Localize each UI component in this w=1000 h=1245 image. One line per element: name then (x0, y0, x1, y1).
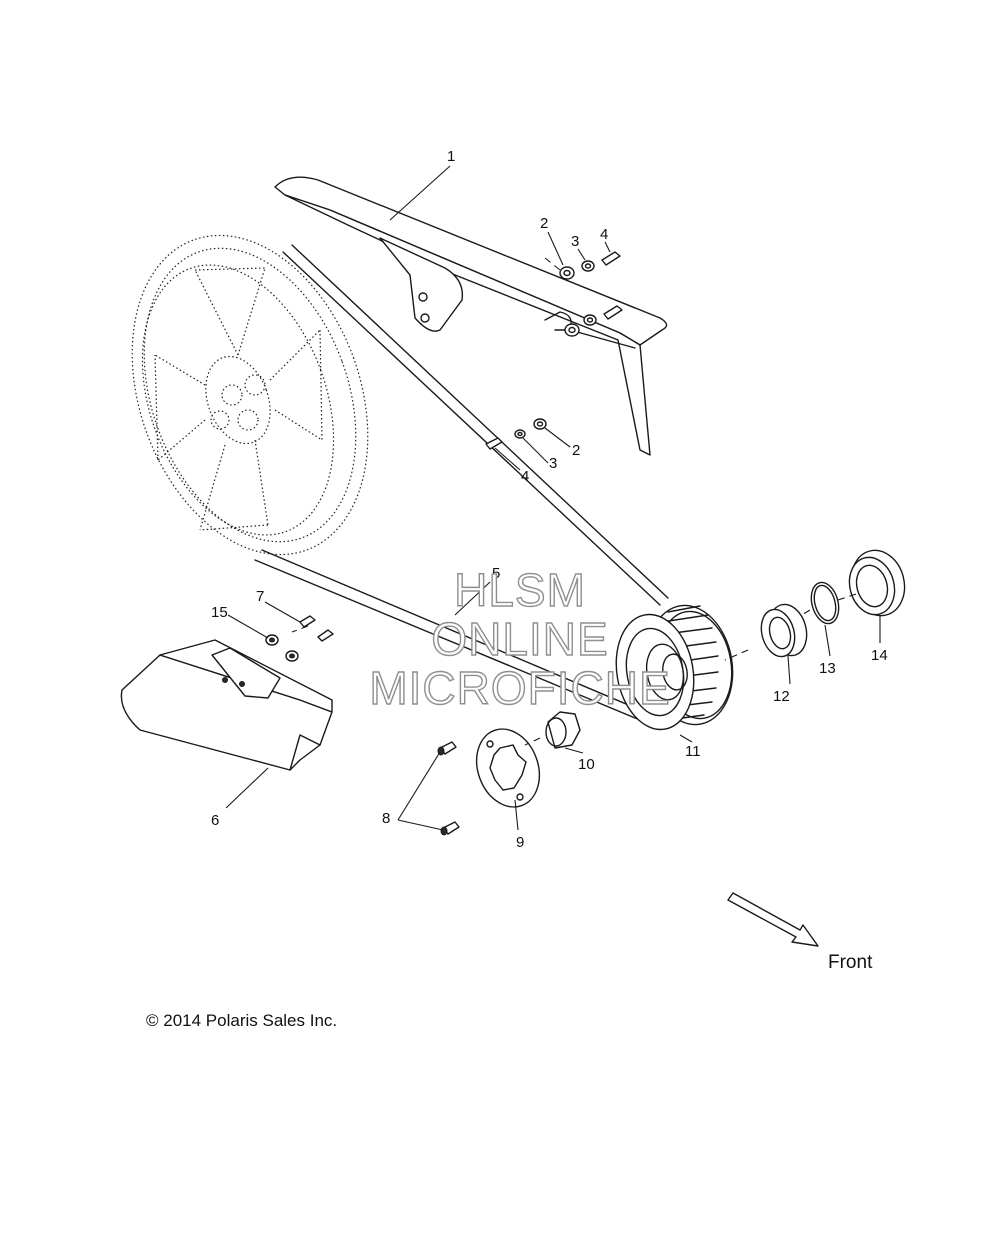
copyright-notice: © 2014 Polaris Sales Inc. (146, 1011, 338, 1030)
callout-2-upper: 2 (540, 215, 548, 232)
callout-6: 6 (211, 812, 219, 829)
front-arrow-icon (727, 892, 819, 947)
lock-plate (475, 728, 541, 808)
callout-14: 14 (871, 647, 888, 664)
guard-fasteners-upper (559, 251, 623, 337)
callout-1: 1 (447, 148, 455, 165)
front-drive-pulley (615, 604, 734, 731)
pulley-nut (545, 711, 581, 749)
front-label: Front (828, 952, 873, 973)
rear-wheel-pulley (131, 234, 369, 556)
callout-8: 8 (382, 810, 390, 827)
leader-lines (225, 165, 881, 831)
callout-5: 5 (492, 565, 500, 582)
guard-fasteners-lower (485, 418, 547, 450)
lower-belt-guard (120, 639, 333, 771)
o-ring (810, 581, 840, 625)
callout-12: 12 (773, 688, 790, 705)
callout-7: 7 (256, 588, 264, 605)
seal (848, 549, 906, 617)
callout-2-lower: 2 (572, 442, 580, 459)
callout-9: 9 (516, 834, 524, 851)
callout-15: 15 (211, 604, 228, 621)
callout-4-lower: 4 (521, 468, 529, 485)
callout-3-upper: 3 (571, 233, 579, 250)
watermark: HLSM ONLINE MICROFICHE (369, 563, 671, 714)
callout-labels: 1 2 3 4 2 3 4 5 7 15 6 8 9 10 11 12 13 1… (211, 148, 888, 851)
spacer (760, 603, 808, 658)
watermark-line-1: HLSM (454, 564, 586, 616)
watermark-line-2: ONLINE (431, 613, 608, 665)
callout-10: 10 (578, 756, 595, 773)
lower-guard-fasteners (265, 615, 334, 662)
callout-4-upper: 4 (600, 226, 608, 243)
callout-13: 13 (819, 660, 836, 677)
drive-belt (254, 244, 669, 721)
lock-plate-screws (437, 741, 460, 836)
belt-guard (274, 176, 668, 456)
callout-11: 11 (685, 743, 701, 760)
callout-3-lower: 3 (549, 455, 557, 472)
watermark-line-3: MICROFICHE (369, 662, 670, 714)
